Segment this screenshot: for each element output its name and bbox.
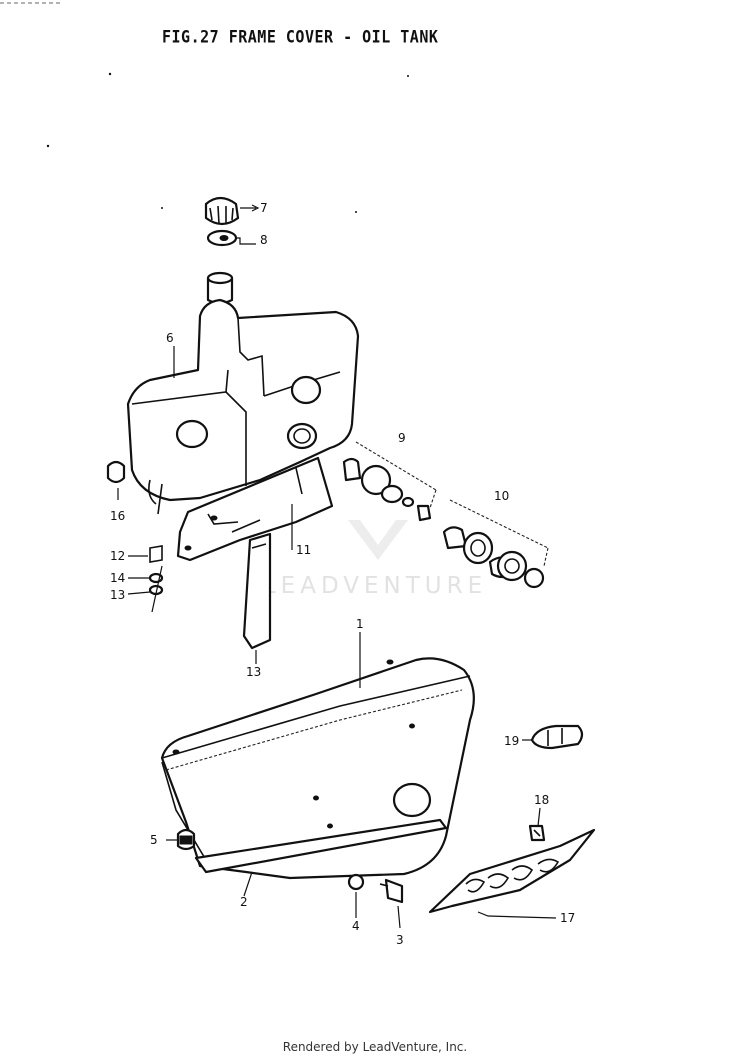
callout-10: 10 <box>494 489 509 503</box>
callout-16: 16 <box>110 509 125 523</box>
frame-cover-trim <box>194 818 448 874</box>
figure-title: FIG.27 FRAME COVER - OIL TANK <box>162 27 439 47</box>
callout-5: 5 <box>150 833 158 847</box>
footer-credit: Rendered by LeadVenture, Inc. <box>282 1040 468 1054</box>
callout-2: 2 <box>240 895 248 909</box>
frame-cover-emblem <box>428 828 596 914</box>
watermark-logo <box>348 520 408 560</box>
cap-packing <box>206 229 238 247</box>
reflector <box>530 724 584 750</box>
screw-3 <box>379 878 404 904</box>
callout-13-strap: 13 <box>246 665 261 679</box>
callout-1: 1 <box>356 617 364 631</box>
callout-9: 9 <box>398 431 406 445</box>
callout-7: 7 <box>260 201 268 215</box>
oil-filter-group-9 <box>342 441 437 522</box>
washer-4 <box>347 873 365 891</box>
bolt-washer-stack <box>148 545 164 613</box>
grommet-5 <box>176 828 196 851</box>
callout-12: 12 <box>110 549 125 563</box>
callout-18: 18 <box>534 793 549 807</box>
callout-14: 14 <box>110 571 125 585</box>
emblem-screw <box>528 824 546 842</box>
oil-tank-bracket <box>176 456 334 562</box>
callout-11: 11 <box>296 543 311 557</box>
oil-tank <box>126 271 360 515</box>
oil-tank-cap <box>204 196 240 226</box>
callout-19: 19 <box>504 734 519 748</box>
scan-specks <box>0 2 409 213</box>
frame-cover <box>160 657 475 880</box>
callout-13-left: 13 <box>110 588 125 602</box>
callout-6: 6 <box>166 331 174 345</box>
callout-labels: 7 8 6 9 10 11 16 12 14 13 13 1 19 18 5 2… <box>110 201 575 947</box>
watermark-text: LEADVENTURE <box>262 573 488 599</box>
callout-8: 8 <box>260 233 268 247</box>
leader-lines <box>117 204 557 929</box>
tank-strap <box>242 532 272 650</box>
callout-3: 3 <box>396 933 404 947</box>
callout-4: 4 <box>352 919 360 933</box>
seal-group-10 <box>442 499 549 589</box>
callout-17: 17 <box>560 911 575 925</box>
grommet-16 <box>106 460 126 484</box>
